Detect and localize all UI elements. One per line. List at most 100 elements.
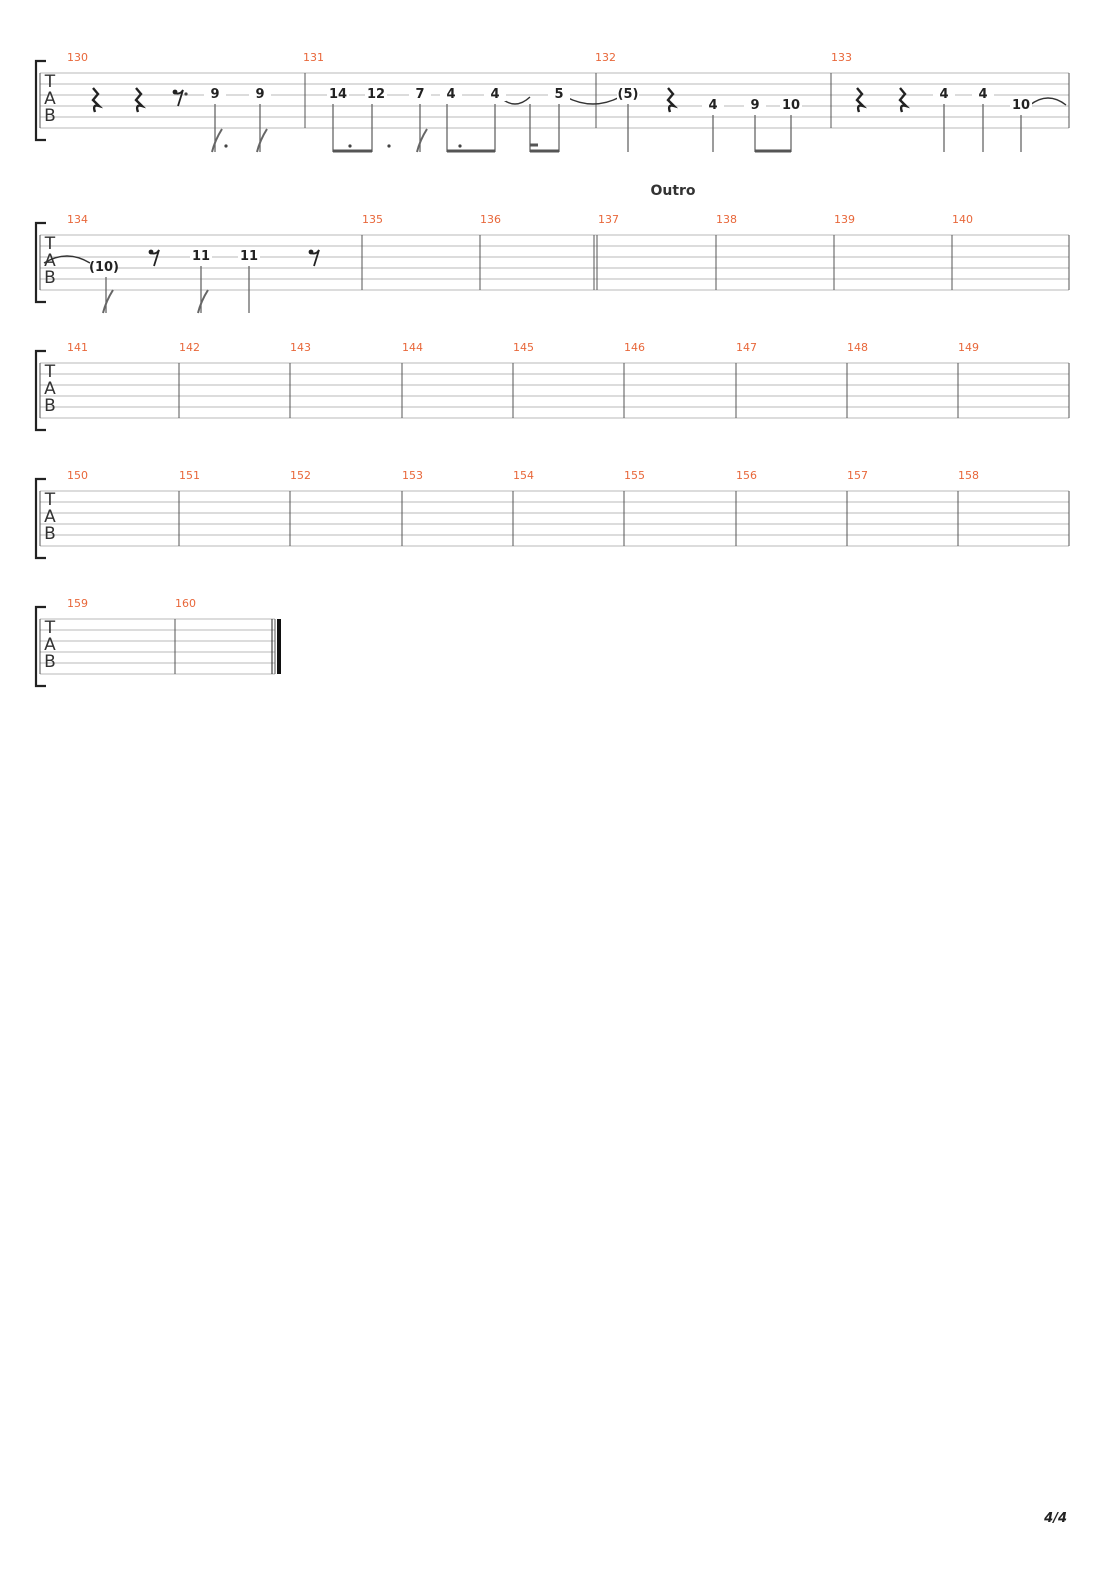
fret-number: 10 <box>1012 98 1030 113</box>
system-bracket <box>34 605 46 688</box>
measure-number: 141 <box>67 341 88 354</box>
measure-number: 136 <box>480 213 501 226</box>
fret-number: (5) <box>618 87 639 102</box>
measure-number: 145 <box>513 341 534 354</box>
tie <box>565 96 621 105</box>
fret-number-bg <box>204 87 226 101</box>
tab-clef-letter: B <box>44 524 56 544</box>
fret-number-bg <box>484 87 506 101</box>
measure-number: 130 <box>67 51 88 64</box>
measure-number: 152 <box>290 469 311 482</box>
measure-number: 133 <box>831 51 852 64</box>
fret-number: 10 <box>782 98 800 113</box>
measure-number: 151 <box>179 469 200 482</box>
fret-number: 4 <box>939 87 948 102</box>
fret-number: 4 <box>978 87 987 102</box>
system-bracket <box>34 59 46 142</box>
note-flag <box>416 128 428 153</box>
section-label: Outro <box>650 183 695 199</box>
fret-number: 4 <box>708 98 717 113</box>
final-barline-thick <box>277 619 281 674</box>
note-flag <box>256 128 268 153</box>
staff-lines-layer <box>40 72 1069 675</box>
eighth-rest <box>174 89 184 107</box>
eighth-rest <box>150 249 160 267</box>
tab-clef-letter: B <box>44 268 56 288</box>
augmentation-dot <box>348 144 352 148</box>
fret-number-bg <box>933 87 955 101</box>
fret-number-bg <box>548 87 570 101</box>
fret-number: (10) <box>89 260 119 275</box>
measure-number: 140 <box>952 213 973 226</box>
measure-number: 142 <box>179 341 200 354</box>
measure-number: 135 <box>362 213 383 226</box>
system-bracket <box>34 221 46 304</box>
measure-number: 144 <box>402 341 423 354</box>
rhythm-notation-layer <box>43 87 1067 314</box>
fret-number: 5 <box>554 87 563 102</box>
page-number: 4/4 <box>1043 1511 1067 1526</box>
quarter-rest <box>666 87 679 113</box>
fret-number-bg <box>702 98 724 112</box>
fret-number: 11 <box>192 249 210 264</box>
fret-number-bg <box>409 87 431 101</box>
fret-number-bg <box>190 249 212 263</box>
tab-clef-letter: A <box>44 507 56 527</box>
tab-clef-letter: B <box>44 396 56 416</box>
measure-number: 139 <box>834 213 855 226</box>
measure-number: 156 <box>736 469 757 482</box>
system-bracket <box>34 477 46 560</box>
augmentation-dot <box>387 144 391 148</box>
measure-number: 153 <box>402 469 423 482</box>
tie <box>43 255 91 264</box>
measure-number: 146 <box>624 341 645 354</box>
measure-number: 158 <box>958 469 979 482</box>
quarter-rest <box>855 87 868 113</box>
note-flag <box>197 289 209 314</box>
eighth-rest <box>310 249 320 267</box>
fret-number-bg <box>1010 98 1032 112</box>
measure-number: 157 <box>847 469 868 482</box>
barlines-layer <box>34 59 1070 688</box>
tab-clef-letter: T <box>44 490 56 510</box>
fret-number: 9 <box>750 98 759 113</box>
tab-clef-letter: A <box>44 379 56 399</box>
quarter-rest <box>134 87 147 113</box>
tab-clef-letter: A <box>44 251 56 271</box>
augmentation-dot <box>224 144 228 148</box>
measure-number: 131 <box>303 51 324 64</box>
quarter-rest <box>91 87 104 113</box>
note-flag <box>211 128 223 153</box>
note-flag <box>102 289 114 314</box>
fret-number-bg <box>249 87 271 101</box>
measure-number: 154 <box>513 469 534 482</box>
tab-clef-letter: T <box>44 362 56 382</box>
fret-number: 11 <box>240 249 258 264</box>
fret-number: 12 <box>367 87 385 102</box>
fret-number: 9 <box>210 87 219 102</box>
measure-number: 143 <box>290 341 311 354</box>
measure-number: 134 <box>67 213 88 226</box>
measure-number: 155 <box>624 469 645 482</box>
measure-number: 138 <box>716 213 737 226</box>
fret-number-bg <box>365 87 387 101</box>
system-bracket <box>34 349 46 432</box>
fret-number-bg <box>440 87 462 101</box>
fret-number: 4 <box>490 87 499 102</box>
tab-clef-letter: T <box>44 618 56 638</box>
fret-number: 4 <box>446 87 455 102</box>
augmentation-dot <box>458 144 462 148</box>
fret-number-bg <box>744 98 766 112</box>
tab-clef-letter: A <box>44 635 56 655</box>
measure-number: 137 <box>598 213 619 226</box>
tie <box>1029 97 1067 106</box>
tab-clef-letter: T <box>44 72 56 92</box>
fret-number-bg <box>93 260 115 274</box>
tab-clef-letter: B <box>44 652 56 672</box>
fret-number-bg <box>327 87 349 101</box>
tab-clef-letter: A <box>44 89 56 109</box>
tab-clef-letter: B <box>44 106 56 126</box>
fret-number-bg <box>238 249 260 263</box>
